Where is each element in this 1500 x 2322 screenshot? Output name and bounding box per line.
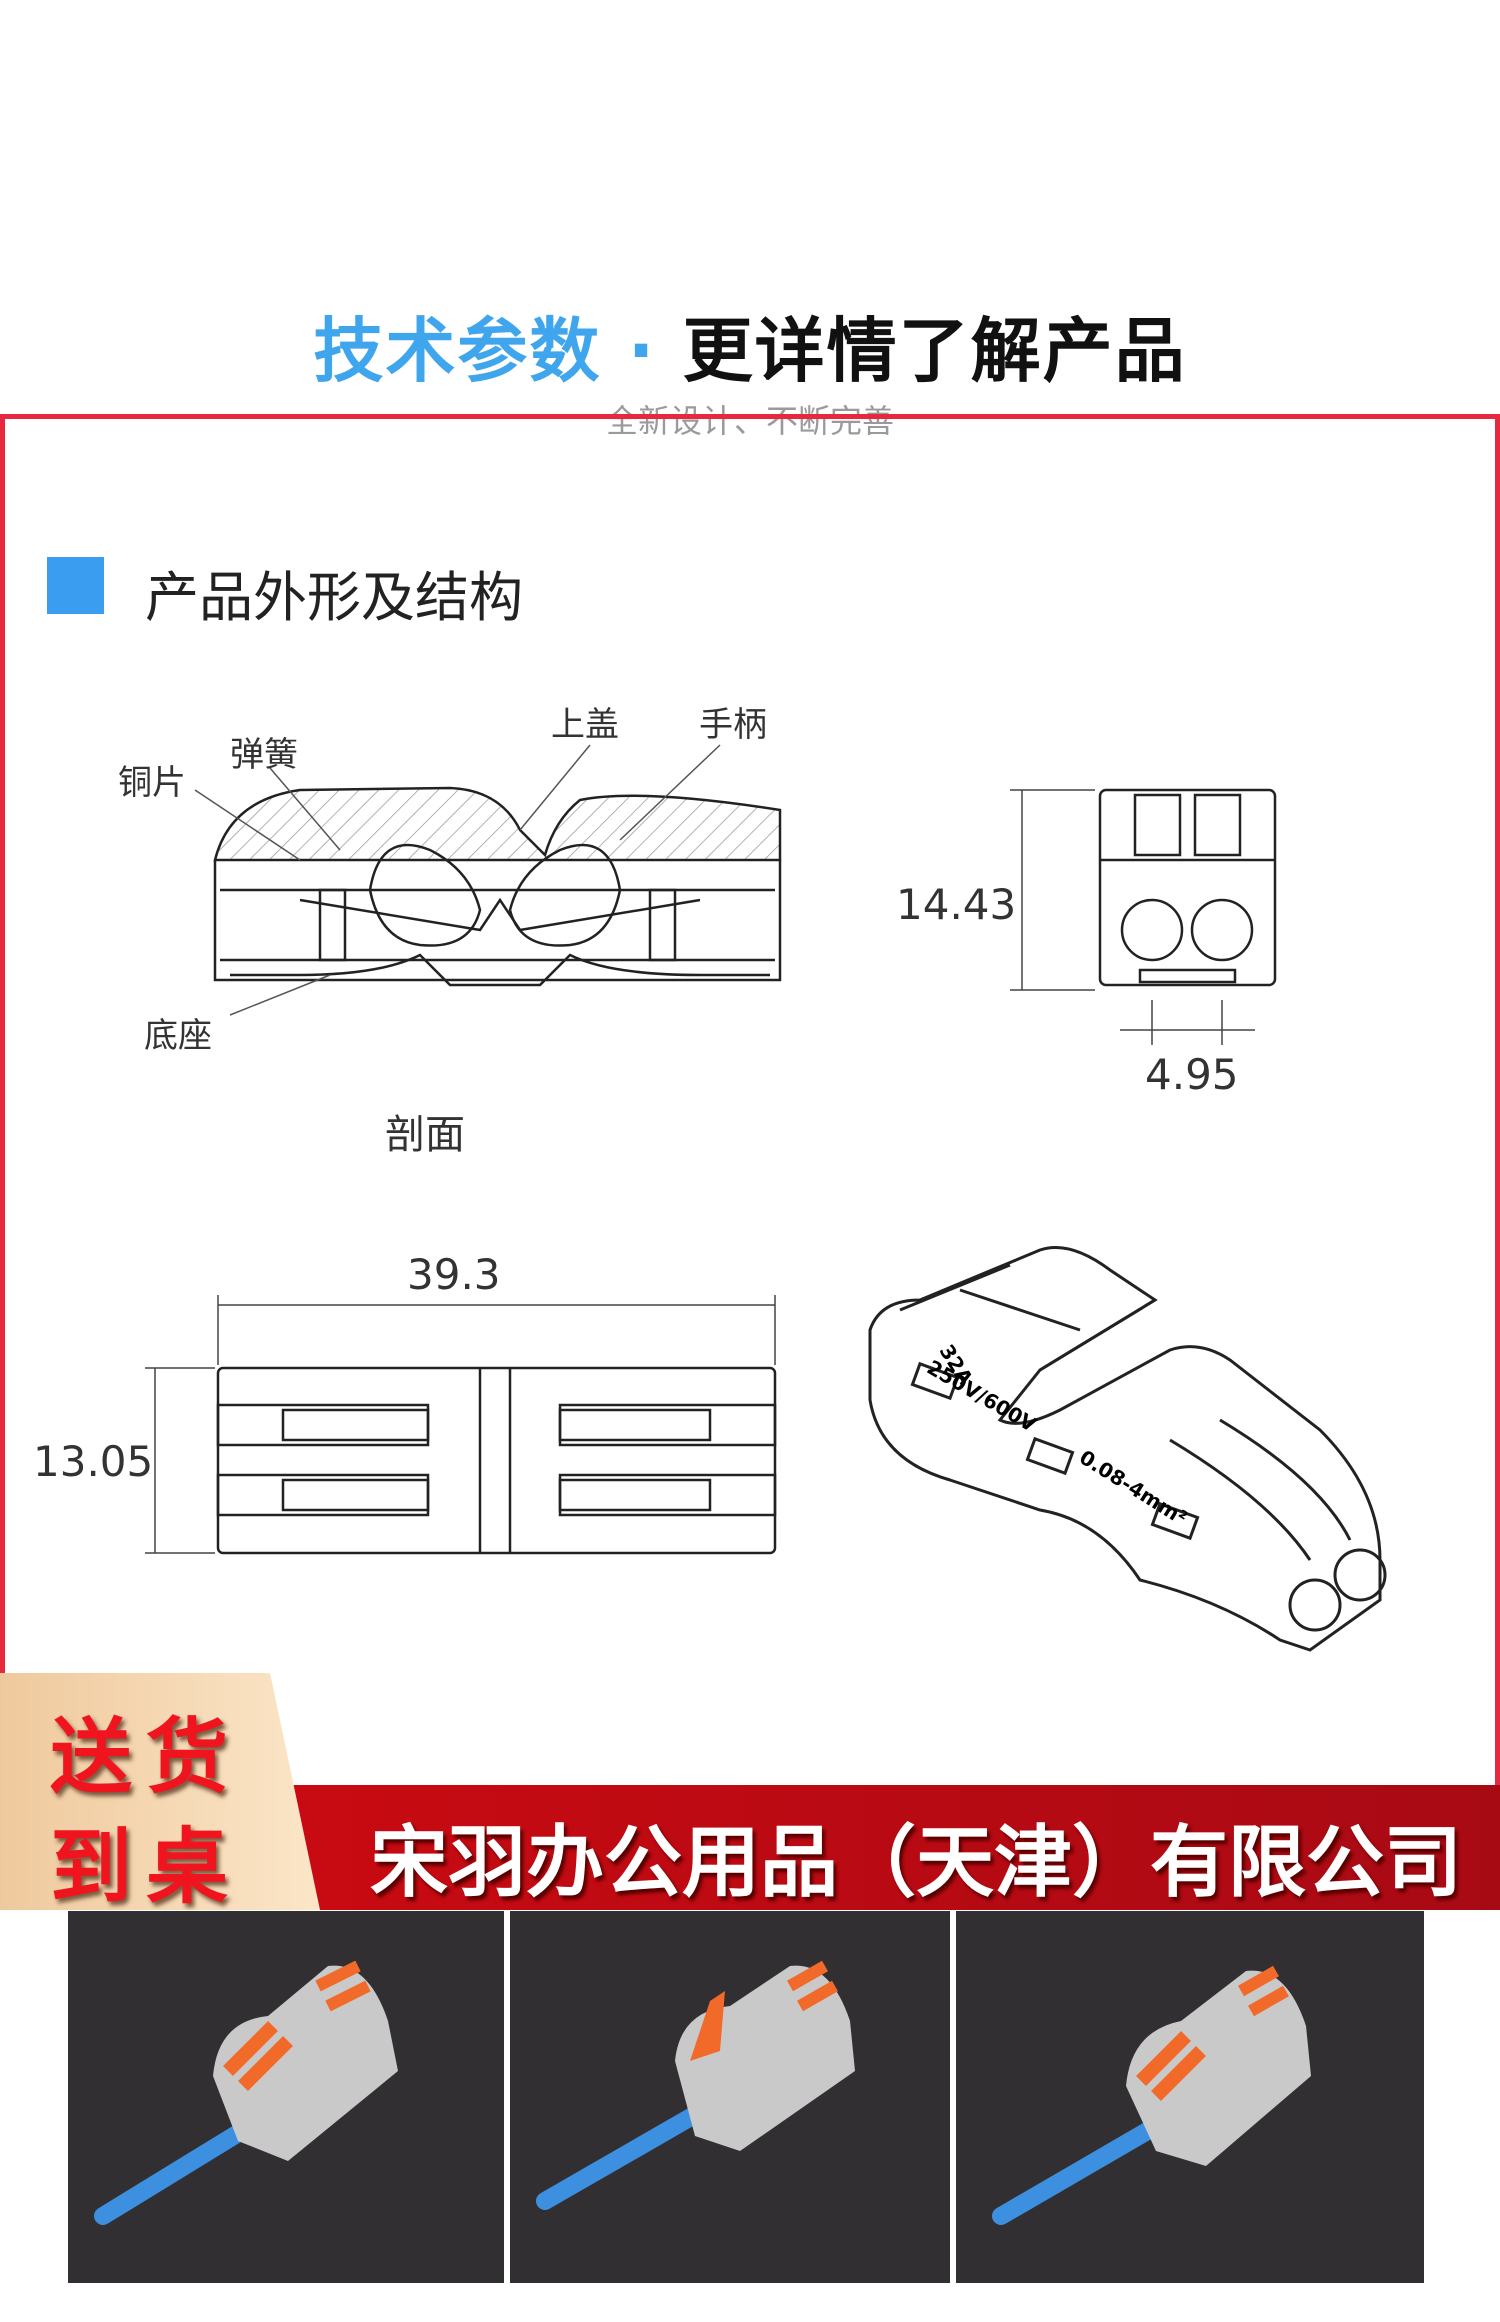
section-marker	[47, 557, 104, 614]
dimension-height: 14.43	[896, 880, 1017, 929]
dimension-pitch: 4.95	[1145, 1050, 1239, 1099]
title-accent: 技术参数	[313, 310, 602, 392]
cross-section-caption: 剖面	[385, 1112, 465, 1158]
connector-image	[992, 1965, 1311, 2225]
title-separator: ·	[627, 310, 657, 392]
section-title: 产品外形及结构	[145, 566, 523, 629]
product-photo-3	[956, 1911, 1424, 2283]
subtitle: 全新设计、不断完善	[605, 402, 894, 440]
label-spring: 弹簧	[230, 735, 298, 775]
delivery-tab-line1: 送货	[50, 1709, 243, 1805]
connector-image	[536, 1960, 855, 2210]
page-title: 技术参数 · 更详情了解产品	[0, 295, 1500, 396]
dimension-length: 39.3	[407, 1250, 501, 1299]
label-handle: 手柄	[699, 705, 767, 745]
delivery-tab	[0, 1673, 320, 1910]
company-banner	[290, 1785, 1500, 1910]
dimension-width: 13.05	[33, 1437, 154, 1486]
label-cover: 上盖	[551, 705, 619, 745]
connector-image	[94, 1960, 398, 2225]
product-photo-2	[510, 1911, 950, 2283]
content-frame	[0, 414, 1500, 1790]
delivery-tab-line2: 到桌	[50, 1819, 243, 1915]
company-name: 宋羽办公用品（天津）有限公司	[370, 1818, 1463, 1908]
title-main: 更详情了解产品	[682, 310, 1187, 392]
product-photo-1	[68, 1911, 504, 2283]
label-base: 底座	[144, 1016, 212, 1056]
label-copper: 铜片	[118, 763, 186, 803]
